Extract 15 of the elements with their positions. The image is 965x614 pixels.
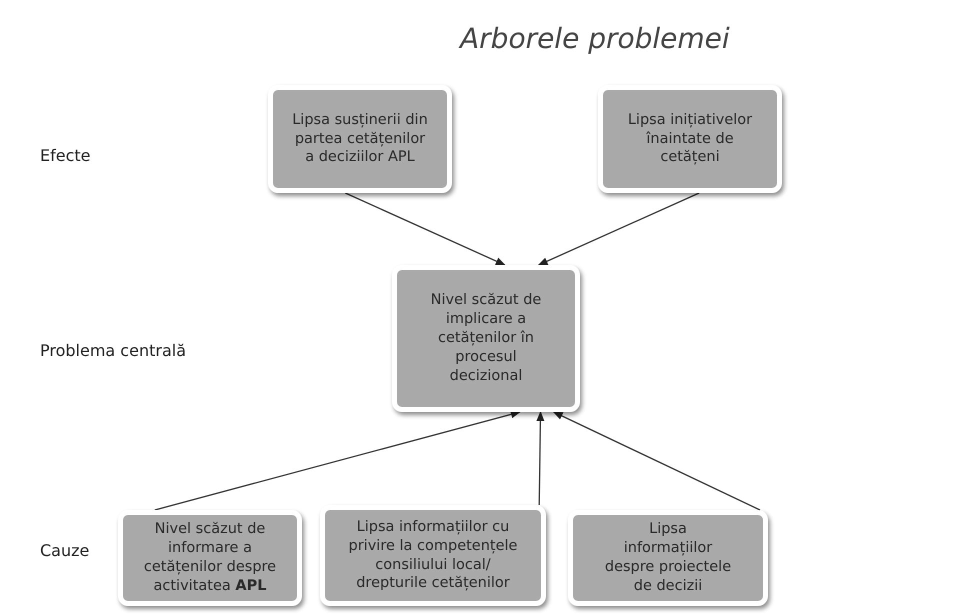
row-label: Cauze [40, 540, 90, 562]
arrow [536, 411, 544, 505]
box-text: Lipsa informațiilor cu privire la competențele consiliului local/ drepturile cetățenilor [348, 518, 518, 594]
diagram-title: Arborele problemei [460, 21, 730, 57]
box-text: Lipsa susținerii din partea cetățenilor a deciziilor APL [291, 110, 429, 168]
arrow [552, 411, 760, 511]
box-text: Lipsa inițiativelor înaintate de cetățeni [626, 110, 754, 168]
arrow [538, 192, 700, 266]
box-text: Nivel scăzut de implicare a cetățenilor în procesul decizional [430, 291, 542, 386]
row-label: Efecte [40, 145, 90, 167]
arrow [154, 410, 521, 511]
box-text: Nivel scăzut de informare a cetățenilor despre activitatea APL [142, 520, 278, 596]
arrow [345, 192, 506, 266]
box-text: Lipsa informațiilor despre proiectele de decizii [604, 520, 732, 596]
row-label: Problema centrală [40, 340, 186, 362]
